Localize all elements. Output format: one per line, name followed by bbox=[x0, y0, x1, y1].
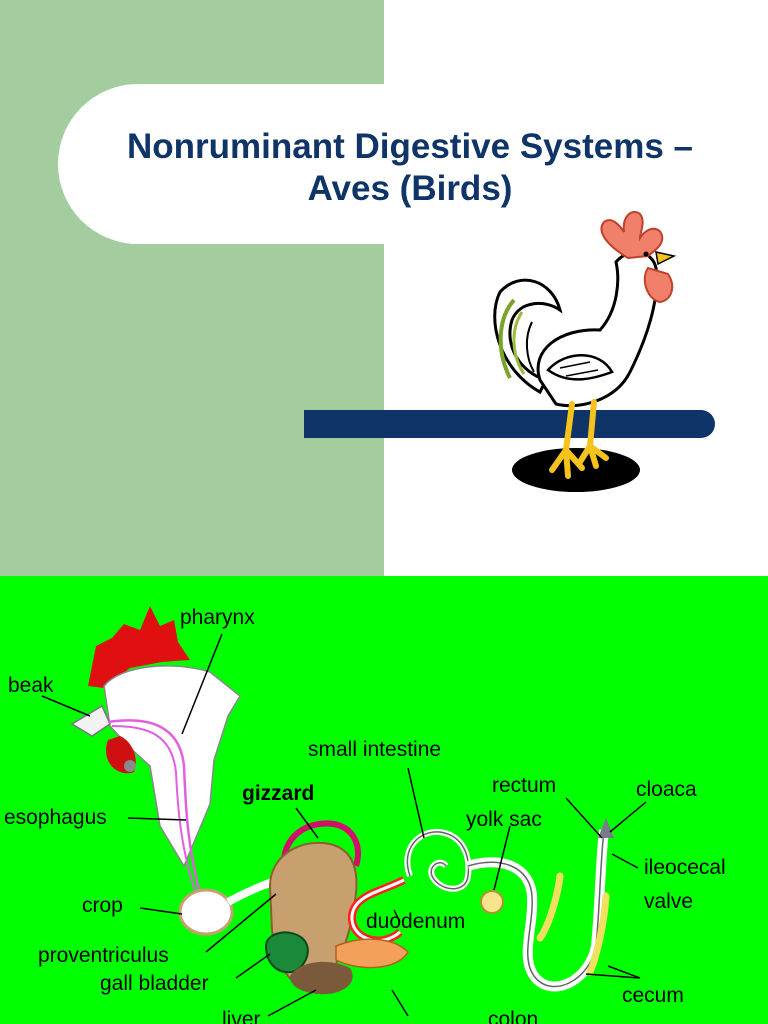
cloaca-shape bbox=[598, 818, 614, 838]
label-small-intestine: small intestine bbox=[308, 738, 442, 761]
colon-outline bbox=[467, 829, 605, 988]
label-colon: colon bbox=[488, 1008, 539, 1024]
crop-shape bbox=[178, 888, 234, 936]
beak-shape bbox=[70, 704, 111, 737]
wattle-spot bbox=[124, 760, 136, 772]
digestive-diagram-drawing bbox=[41, 606, 647, 1017]
label-esophagus: esophagus bbox=[4, 806, 107, 829]
label-crop: crop bbox=[82, 894, 123, 917]
slide-title-line-2: Aves (Birds) bbox=[307, 169, 513, 208]
leader-lines bbox=[41, 633, 647, 1017]
yolk-sac-shape bbox=[480, 890, 504, 914]
gall-bladder-shape bbox=[264, 931, 309, 974]
esophagus-tract-inner bbox=[111, 725, 197, 895]
gizzard-outline bbox=[280, 820, 361, 867]
cecum-right bbox=[586, 892, 610, 976]
rooster-clipart bbox=[493, 211, 677, 492]
label-pharynx: pharynx bbox=[180, 606, 255, 629]
small-intestine-outline bbox=[406, 831, 470, 890]
label-beak: beak bbox=[8, 674, 54, 697]
pancreas-shape bbox=[335, 938, 409, 969]
slide-title-line-1: Nonruminant Digestive Systems – bbox=[127, 127, 693, 166]
label-valve: valve bbox=[644, 890, 694, 913]
liver-shape bbox=[290, 961, 353, 995]
label-cecum: cecum bbox=[622, 984, 684, 1007]
comb-shape bbox=[88, 606, 190, 688]
cecum-left bbox=[536, 872, 564, 942]
label-liver: liver bbox=[222, 1008, 261, 1024]
label-ileocecal: ileocecal bbox=[644, 856, 726, 879]
slide-title: Nonruminant Digestive Systems – Aves (Bi… bbox=[70, 126, 750, 210]
perch-bar bbox=[304, 410, 715, 438]
title-banner bbox=[58, 84, 768, 244]
head-outline bbox=[103, 665, 241, 868]
esophagus-tract bbox=[107, 719, 202, 895]
label-yolk-sac: yolk sac bbox=[466, 808, 542, 831]
label-duodenum: duodenum bbox=[366, 910, 466, 933]
label-rectum: rectum bbox=[492, 774, 557, 797]
label-gall-bladder: gall bladder bbox=[100, 972, 209, 995]
label-cloaca: cloaca bbox=[636, 778, 697, 801]
label-gizzard: gizzard bbox=[242, 782, 315, 805]
label-proventriculus: proventriculus bbox=[38, 944, 169, 967]
digestive-system-diagram: pharynx beak small intestine rectum cloa… bbox=[0, 576, 768, 1024]
title-slide: Nonruminant Digestive Systems – Aves (Bi… bbox=[0, 0, 768, 576]
